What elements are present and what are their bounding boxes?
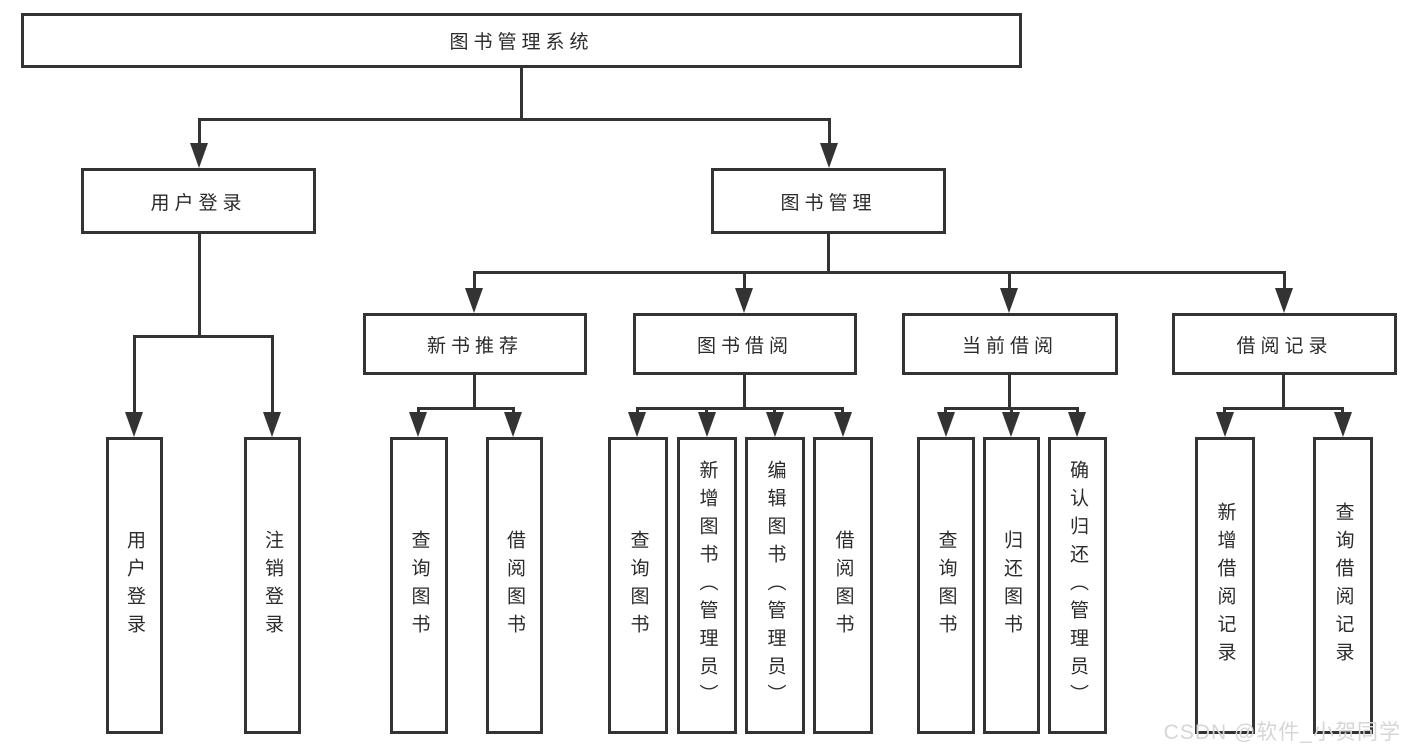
arrowhead-down-icon [1000,288,1018,313]
leaf-label: 注销登录 [262,529,283,642]
connector-line [944,407,947,415]
arrowhead-down-icon [1002,412,1020,437]
leaf-label: 编辑图书（管理员） [764,459,786,712]
connector-line [133,335,136,414]
arrowhead-down-icon [937,412,955,437]
leaf-label: 确认归还（管理员） [1067,459,1088,712]
leaf-query-books-borrowing: 查询图书 [608,437,668,734]
node-book-management: 图书管理 [711,168,946,234]
node-current-borrowing: 当前借阅 [902,313,1118,375]
connector-line [1341,407,1344,415]
arrowhead-down-icon [766,412,784,437]
leaf-label: 查询借阅记录 [1332,501,1354,670]
connector-line [1223,407,1344,410]
arrowhead-down-icon [735,288,753,313]
connector-line [773,407,776,415]
node-new-book-recommendation: 新书推荐 [363,313,587,375]
arrowhead-down-icon [698,412,716,437]
node-label: 图书管理 [780,192,877,214]
node-library-management-system: 图书管理系统 [21,13,1022,68]
connector-line [271,335,274,414]
leaf-label: 用户登录 [124,529,145,642]
leaf-add-borrow-record: 新增借阅记录 [1195,437,1255,734]
connector-line [636,407,844,410]
leaf-query-books-recommend: 查询图书 [390,437,448,734]
node-user-login: 用户登录 [81,168,316,234]
leaf-label: 借阅图书 [504,529,525,642]
connector-line [1008,271,1011,291]
node-book-borrowing: 图书借阅 [633,313,857,375]
leaf-label: 归还图书 [1001,529,1022,642]
connector-line [743,375,746,410]
leaf-borrow-books-recommend: 借阅图书 [486,437,543,734]
arrowhead-down-icon [834,412,852,437]
node-borrowing-records: 借阅记录 [1172,313,1397,375]
node-label: 借阅记录 [1236,335,1333,357]
connector-line [520,68,523,121]
leaf-label: 借阅图书 [832,529,854,642]
node-label: 当前借阅 [961,335,1058,357]
leaf-label: 新增借阅记录 [1214,501,1236,670]
arrowhead-down-icon [190,143,208,168]
arrowhead-down-icon [1334,412,1352,437]
arrowhead-down-icon [1216,412,1234,437]
connector-line [133,335,274,338]
leaf-borrow-books: 借阅图书 [813,437,873,734]
node-label: 新书推荐 [426,335,523,357]
node-label: 用户登录 [150,192,247,214]
leaf-label: 查询图书 [935,529,957,642]
connector-line [1283,271,1286,291]
arrowhead-down-icon [628,412,646,437]
connector-line [198,118,201,146]
connector-line [1008,375,1011,410]
arrowhead-down-icon [820,143,838,168]
connector-line [512,407,515,415]
connector-line [705,407,708,415]
connector-line [417,407,515,410]
connector-line [636,407,639,415]
arrowhead-down-icon [409,412,427,437]
leaf-user-login: 用户登录 [106,437,163,734]
connector-line [473,271,476,291]
connector-line [473,375,476,410]
connector-line [1076,407,1079,415]
leaf-confirm-return-admin: 确认归还（管理员） [1048,437,1107,734]
arrowhead-down-icon [1068,412,1086,437]
connector-line [198,234,201,338]
leaf-add-books-admin: 新增图书（管理员） [677,437,737,734]
connector-line [827,234,830,274]
leaf-edit-books-admin: 编辑图书（管理员） [745,437,805,734]
arrowhead-down-icon [263,412,281,437]
arrowhead-down-icon [1275,288,1293,313]
arrowhead-down-icon [465,288,483,313]
connector-line [828,118,831,146]
arrowhead-down-icon [125,412,143,437]
leaf-logout: 注销登录 [244,437,301,734]
leaf-query-books-current: 查询图书 [917,437,975,734]
arrowhead-down-icon [504,412,522,437]
node-label: 图书借阅 [696,335,793,357]
connector-line [1282,375,1285,410]
leaf-label: 查询图书 [627,529,649,642]
connector-line [1010,407,1013,415]
connector-line [198,118,831,121]
node-label: 图书管理系统 [449,32,594,53]
connector-line [1223,407,1226,415]
leaf-label: 查询图书 [408,529,430,642]
csdn-watermark: CSDN @软件_小贺同学 [1163,721,1401,744]
leaf-return-books: 归还图书 [983,437,1040,734]
leaf-label: 新增图书（管理员） [696,459,718,712]
connector-line [743,271,746,291]
connector-line [417,407,420,415]
connector-line [473,271,1286,274]
leaf-query-borrow-record: 查询借阅记录 [1313,437,1373,734]
connector-line [841,407,844,415]
